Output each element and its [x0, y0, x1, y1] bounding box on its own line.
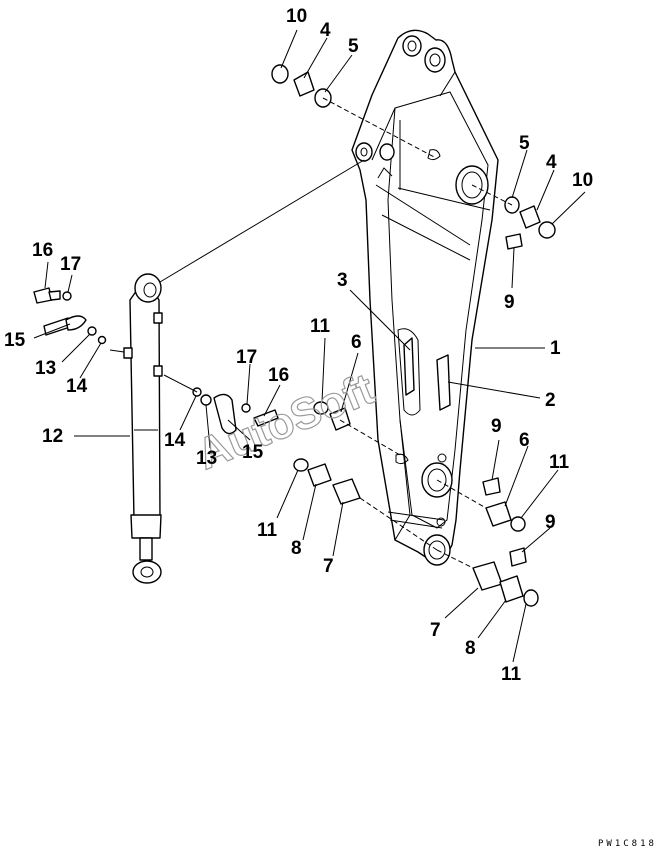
callout-16-mid: 16 — [268, 365, 289, 386]
callout-12: 12 — [42, 426, 63, 447]
shim-13-mid — [200, 394, 212, 406]
ring-14-left — [97, 335, 107, 345]
bushing-4-top — [293, 71, 315, 97]
arm-cylinder-boss — [355, 142, 373, 162]
cylinder-head-eye — [134, 273, 162, 303]
callout-6-right: 6 — [519, 430, 530, 451]
callout-15-left: 15 — [4, 330, 26, 351]
callout-17-mid: 17 — [236, 347, 257, 368]
cylinder-grease-fitting-top — [153, 312, 163, 324]
seal-11-low — [293, 458, 309, 472]
bushing-6-mid — [329, 407, 351, 431]
seal-10-right — [538, 221, 556, 239]
shim-13-left — [87, 326, 97, 336]
callout-17-left: 17 — [60, 254, 81, 275]
callout-7-bottom: 7 — [430, 620, 441, 641]
callout-8-low: 8 — [291, 538, 302, 559]
callout-9-upper: 9 — [504, 292, 515, 313]
bushing-4-right — [519, 205, 541, 229]
bushing-8-low — [307, 463, 332, 487]
leader-lines — [33, 29, 586, 663]
cylinder-assembly — [123, 273, 163, 584]
callout-13-left: 13 — [35, 358, 56, 379]
fitting-9-right2 — [509, 547, 527, 567]
seal-11-bottom — [523, 589, 539, 607]
callout-11-mid: 11 — [310, 316, 331, 337]
callout-16-left: 16 — [32, 240, 53, 261]
bushing-7-bottom — [472, 561, 503, 591]
cylinder-rod — [139, 537, 153, 561]
seal-10-top — [271, 64, 289, 84]
fitting-9-upper — [505, 233, 523, 250]
bushing-8-bottom — [499, 575, 524, 603]
callout-7-low: 7 — [323, 556, 334, 577]
callout-10-top: 10 — [286, 6, 307, 27]
washer-17-mid — [241, 403, 251, 413]
callout-3: 3 — [337, 270, 348, 291]
arm-assembly — [351, 29, 499, 566]
cylinder-barrel — [129, 289, 161, 521]
callout-8-bottom: 8 — [465, 638, 476, 659]
callout-14-left: 14 — [66, 376, 88, 397]
cylinder-rod-eye — [132, 560, 162, 584]
plate-15-mid — [213, 393, 237, 435]
arm-side-plate — [387, 91, 489, 529]
callout-15-mid: 15 — [242, 442, 264, 463]
bolt-16-mid — [253, 409, 279, 427]
callout-11-bottom: 11 — [501, 664, 522, 685]
bushing-7-low — [332, 478, 361, 505]
middle-hardware — [192, 387, 361, 505]
left-hardware — [33, 287, 107, 345]
callout-4-right: 4 — [546, 152, 557, 173]
arm-window — [397, 328, 421, 416]
callout-14-mid: 14 — [164, 430, 186, 451]
arm-top-boss-right — [424, 47, 446, 73]
callout-5-right: 5 — [519, 133, 530, 154]
seal-11-mid — [313, 401, 329, 415]
fitting-9-right — [482, 477, 501, 496]
callout-10-right: 10 — [572, 170, 593, 191]
callout-9-right: 9 — [491, 416, 502, 437]
callout-1: 1 — [550, 338, 561, 359]
cylinder-gland — [130, 514, 162, 539]
arm-pad — [436, 354, 451, 411]
washer-17-left — [62, 291, 72, 301]
callout-5-top: 5 — [348, 36, 359, 57]
callout-4-top: 4 — [320, 20, 331, 41]
callout-9-right2: 9 — [545, 512, 556, 533]
callout-6-mid: 6 — [351, 332, 362, 353]
arm-top-boss-left — [402, 35, 422, 57]
seal-11-right — [510, 516, 526, 532]
callout-numbers: 10 4 5 5 4 10 9 3 1 2 16 17 15 13 14 12 … — [4, 6, 593, 685]
bushing-6-right — [485, 501, 512, 527]
callout-13-mid: 13 — [196, 448, 217, 469]
callout-2: 2 — [545, 390, 556, 411]
callout-11-low: 11 — [257, 520, 278, 541]
callout-11-right: 11 — [549, 452, 570, 473]
drawing-code: PW1C818 — [598, 839, 657, 849]
assembly-lines — [109, 97, 513, 569]
right-hardware — [271, 64, 556, 607]
